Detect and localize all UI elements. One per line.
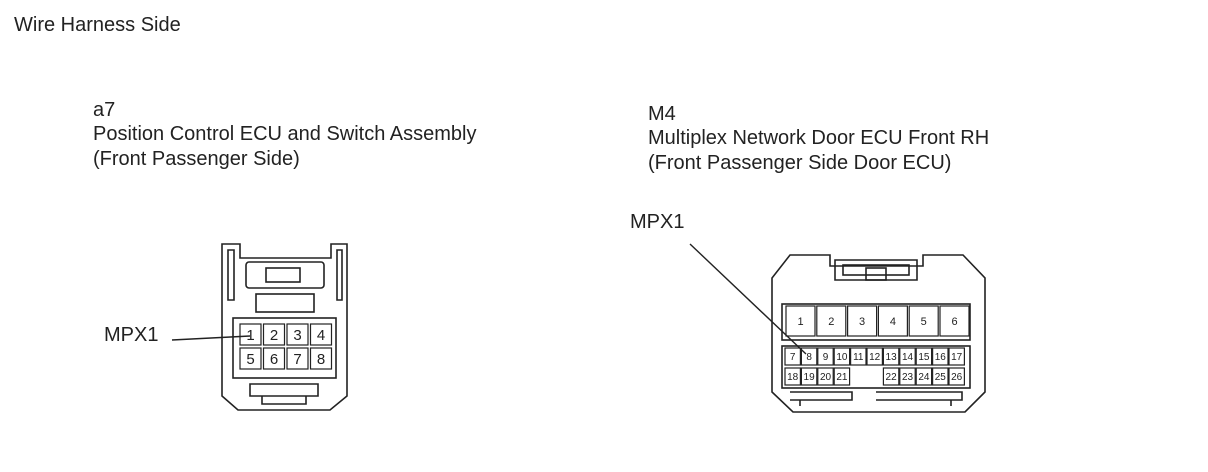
pin-label: 8 bbox=[806, 352, 812, 363]
a7-mpx1-callout: MPX1 bbox=[104, 324, 159, 346]
m4-connector-subname: (Front Passenger Side Door ECU) bbox=[648, 152, 952, 174]
m4-mpx1-callout: MPX1 bbox=[630, 211, 685, 233]
m4-pin-11: 11 bbox=[849, 347, 867, 366]
a7-pin-8: 8 bbox=[309, 347, 333, 370]
pin-label: 2 bbox=[828, 316, 834, 328]
m4-pin-20: 20 bbox=[817, 367, 834, 386]
m4-connector-code: M4 bbox=[648, 103, 676, 125]
m4-pin-23: 23 bbox=[899, 367, 916, 386]
a7-connector-code: a7 bbox=[93, 99, 116, 121]
page-title: Wire Harness Side bbox=[14, 14, 181, 36]
m4-pin-12: 12 bbox=[866, 347, 883, 366]
a7-connector-name: Position Control ECU and Switch Assembly bbox=[93, 123, 477, 145]
pin-label: 9 bbox=[823, 352, 829, 363]
pin-label: 5 bbox=[921, 316, 927, 328]
pin-label: 12 bbox=[869, 352, 881, 363]
pin-label: 20 bbox=[820, 372, 832, 383]
pin-label: 5 bbox=[246, 351, 254, 368]
m4-pin-1: 1 bbox=[785, 305, 816, 337]
pin-label: 14 bbox=[902, 352, 914, 363]
a7-pin-2: 2 bbox=[262, 323, 286, 346]
m4-pin-21: 21 bbox=[833, 367, 851, 386]
m4-pin-7: 7 bbox=[784, 347, 801, 366]
m4-pin-8: 8 bbox=[800, 347, 818, 366]
pin-label: 25 bbox=[935, 372, 947, 383]
pin-label: 7 bbox=[293, 351, 301, 368]
pin-label: 4 bbox=[890, 316, 896, 328]
m4-pin-3: 3 bbox=[846, 305, 878, 337]
a7-pin-3: 3 bbox=[286, 323, 309, 346]
m4-pin-10: 10 bbox=[833, 347, 851, 366]
m4-pin-26: 26 bbox=[948, 367, 965, 386]
pin-label: 6 bbox=[951, 316, 957, 328]
m4-pin-15: 15 bbox=[915, 347, 933, 366]
pin-label: 3 bbox=[293, 327, 301, 344]
m4-pin-4: 4 bbox=[877, 305, 909, 337]
a7-connector-subname: (Front Passenger Side) bbox=[93, 148, 300, 170]
pin-label: 10 bbox=[836, 352, 848, 363]
pin-label: 21 bbox=[836, 372, 848, 383]
a7-connector-housing bbox=[221, 243, 348, 411]
pin-label: 17 bbox=[951, 352, 963, 363]
m4-pin-2: 2 bbox=[816, 305, 847, 337]
pin-label: 18 bbox=[787, 372, 799, 383]
pin-label: 15 bbox=[918, 352, 930, 363]
pin-label: 1 bbox=[246, 327, 254, 344]
pin-label: 1 bbox=[797, 316, 803, 328]
pin-label: 24 bbox=[918, 372, 930, 383]
m4-pin-19: 19 bbox=[800, 367, 818, 386]
m4-callout-leader bbox=[689, 243, 807, 355]
pin-label: 22 bbox=[886, 372, 898, 383]
m4-pin-6: 6 bbox=[939, 305, 970, 337]
pin-label: 3 bbox=[859, 316, 865, 328]
pin-label: 2 bbox=[270, 327, 278, 344]
pin-label: 19 bbox=[804, 372, 816, 383]
a7-callout-leader bbox=[171, 335, 251, 341]
a7-pin-5: 5 bbox=[239, 347, 262, 370]
pin-label: 16 bbox=[935, 352, 947, 363]
a7-pin-4: 4 bbox=[309, 323, 333, 346]
m4-pin-25: 25 bbox=[931, 367, 949, 386]
pin-label: 26 bbox=[951, 372, 963, 383]
m4-pin-14: 14 bbox=[899, 347, 916, 366]
pin-label: 4 bbox=[317, 327, 325, 344]
m4-pin-17: 17 bbox=[948, 347, 965, 366]
pin-label: 13 bbox=[886, 352, 898, 363]
m4-pin-13: 13 bbox=[882, 347, 900, 366]
pin-label: 6 bbox=[270, 351, 278, 368]
pin-label: 23 bbox=[902, 372, 914, 383]
pin-label: 7 bbox=[790, 352, 796, 363]
m4-pin-5: 5 bbox=[908, 305, 939, 337]
m4-pin-9: 9 bbox=[817, 347, 834, 366]
m4-pin-16: 16 bbox=[931, 347, 949, 366]
a7-pin-6: 6 bbox=[262, 347, 286, 370]
m4-connector-name: Multiplex Network Door ECU Front RH bbox=[648, 127, 990, 149]
m4-pin-24: 24 bbox=[915, 367, 933, 386]
a7-pin-7: 7 bbox=[286, 347, 309, 370]
m4-pin-18: 18 bbox=[784, 367, 801, 386]
a7-pin-1: 1 bbox=[239, 323, 262, 346]
m4-pin-22: 22 bbox=[882, 367, 900, 386]
m4-connector-housing bbox=[771, 254, 986, 413]
pin-label: 11 bbox=[853, 352, 864, 363]
pin-label: 8 bbox=[317, 351, 325, 368]
